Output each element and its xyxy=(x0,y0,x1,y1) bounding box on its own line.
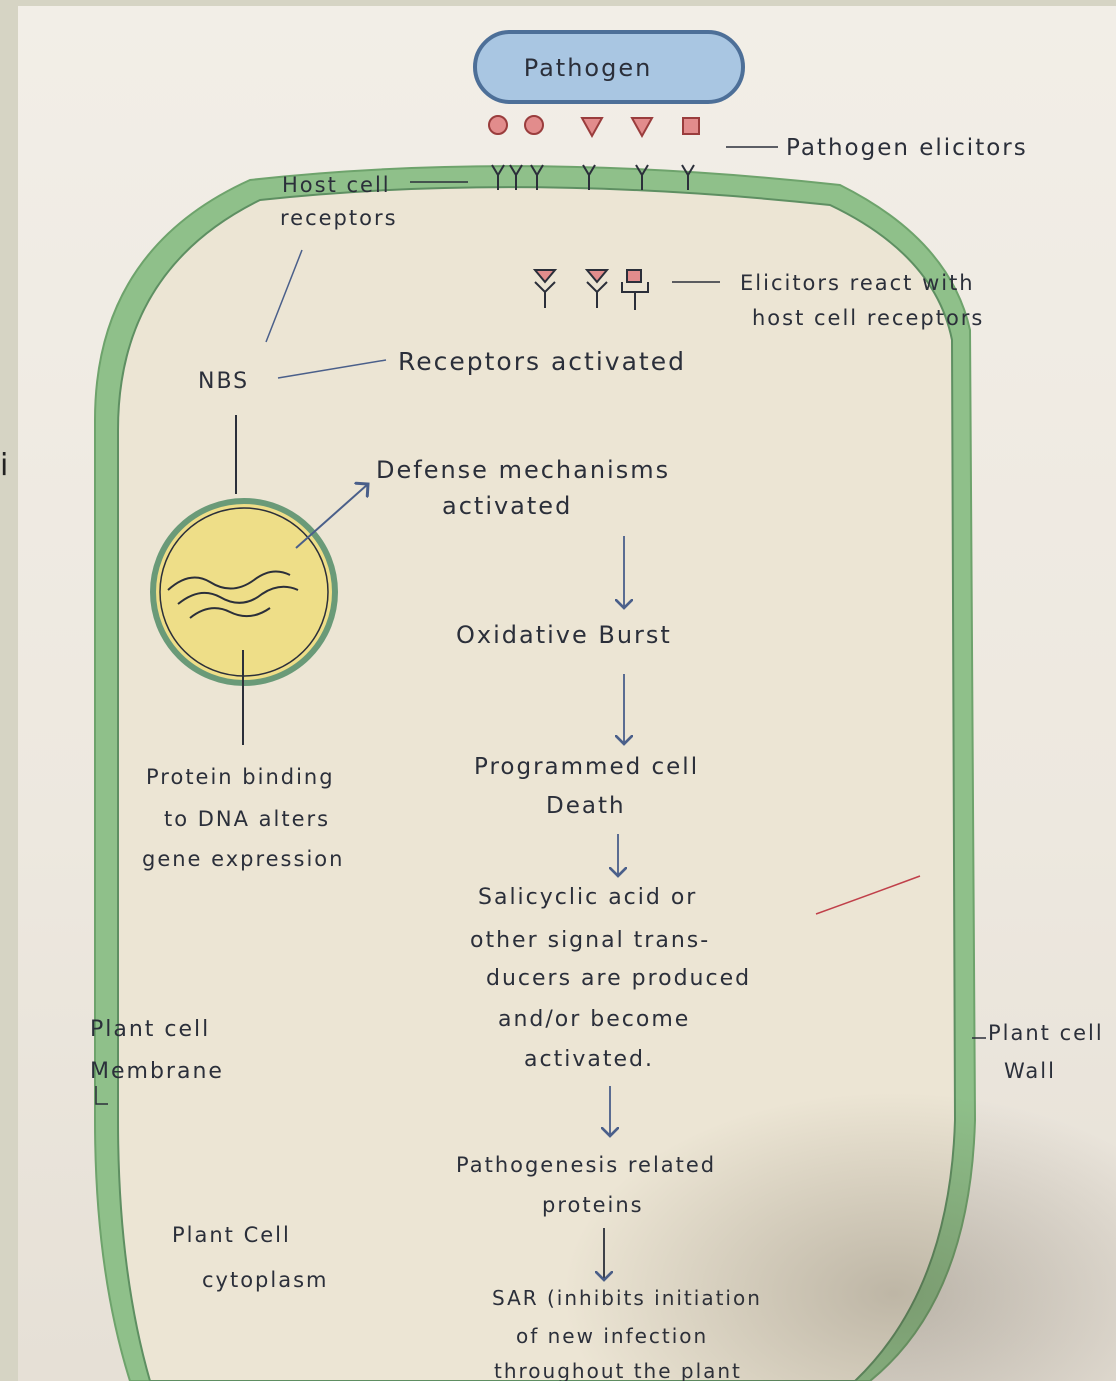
defense-line2: activated xyxy=(442,492,572,520)
nbs-label: NBS xyxy=(198,369,249,394)
host-cell-label: Host cell xyxy=(282,173,391,197)
defense-line1: Defense mechanisms xyxy=(376,456,670,484)
membrane-line2: Membrane xyxy=(90,1059,224,1084)
pcd-line2: Death xyxy=(546,793,626,819)
cytoplasm-line1: Plant Cell xyxy=(172,1223,291,1247)
cytoplasm-line2: cytoplasm xyxy=(202,1268,329,1292)
elicitors-react-line2: host cell receptors xyxy=(752,306,984,330)
photo-shadow xyxy=(560,1090,1116,1381)
oxidative-burst-label: Oxidative Burst xyxy=(456,621,672,649)
protein-binding-line1: Protein binding xyxy=(146,765,335,789)
membrane-line1: Plant cell xyxy=(90,1017,210,1042)
receptors-activated-label: Receptors activated xyxy=(398,347,686,376)
salicylic-line5: activated. xyxy=(524,1047,654,1072)
wall-line1: Plant cell xyxy=(988,1021,1104,1045)
salicylic-line2: other signal trans- xyxy=(470,928,710,953)
pathogen-label: Pathogen xyxy=(524,54,653,82)
elicitor-shapes xyxy=(489,116,699,136)
salicylic-line4: and/or become xyxy=(498,1007,690,1032)
wall-line2: Wall xyxy=(1004,1059,1056,1083)
protein-binding-line2: to DNA alters xyxy=(164,807,330,831)
receptors-label: receptors xyxy=(280,206,398,230)
protein-binding-line3: gene expression xyxy=(142,847,344,871)
pcd-line1: Programmed cell xyxy=(474,754,699,780)
pathogen-elicitors-label: Pathogen elicitors xyxy=(786,135,1028,161)
salicylic-line1: Salicyclic acid or xyxy=(478,885,697,910)
elicitors-react-line1: Elicitors react with xyxy=(740,271,975,295)
salicylic-line3: ducers are produced xyxy=(486,966,751,991)
